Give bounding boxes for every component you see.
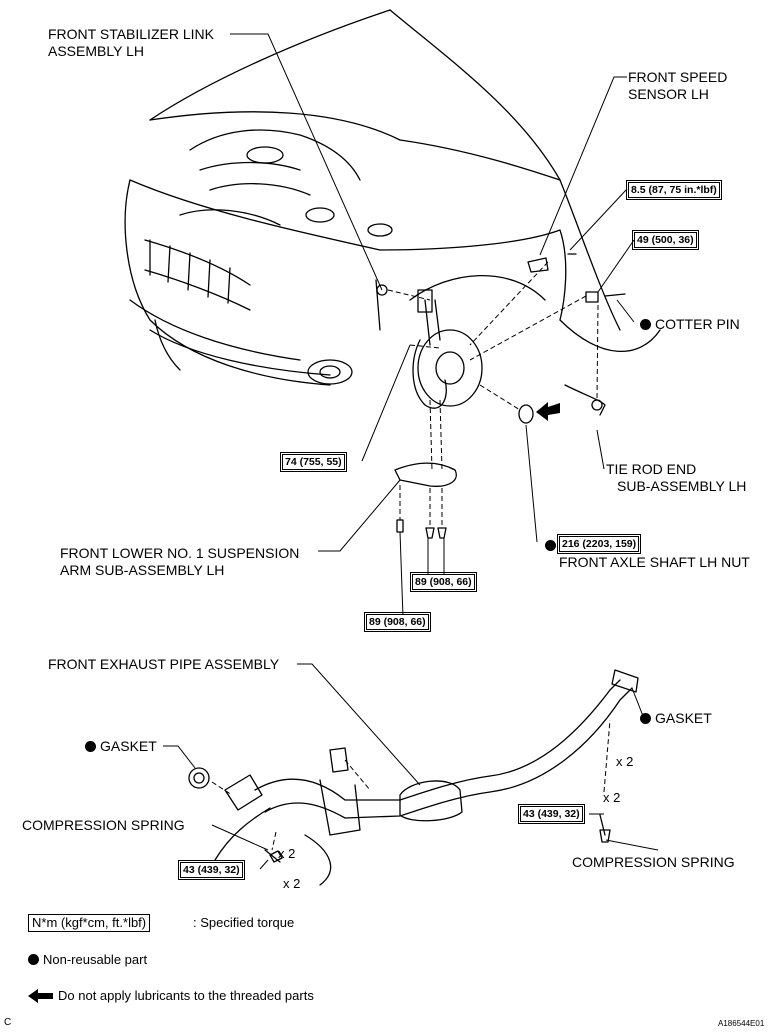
multiplier-right-upper: x 2	[616, 754, 634, 769]
torque-stabilizer-nut: 74 (755, 55)	[280, 452, 347, 472]
corner-code-right: A186544E01	[718, 1019, 765, 1028]
corner-code-left: C	[4, 1017, 12, 1028]
label-tie-rod-line1: TIE ROD END	[606, 461, 697, 477]
label-cotter-pin-text: COTTER PIN	[655, 316, 740, 332]
label-gasket-left-text: GASKET	[100, 738, 157, 754]
torque-tie-rod-nut: 49 (500, 36)	[632, 230, 699, 250]
label-cotter-pin: COTTER PIN	[640, 316, 740, 333]
label-stabilizer-link-line2: ASSEMBLY LH	[48, 43, 144, 59]
legend-torque-desc: : Specified torque	[193, 915, 295, 930]
torque-exhaust-left: 43 (439, 32)	[178, 860, 245, 880]
non-reusable-icon	[85, 741, 96, 752]
multiplier-right-lower: x 2	[603, 790, 621, 805]
torque-axle-nut: 216 (2203, 159)	[556, 534, 642, 554]
legend-non-reusable-text: Non-reusable part	[43, 952, 148, 967]
label-suspension-arm-line2: ARM SUB-ASSEMBLY LH	[60, 562, 225, 578]
label-compression-spring-right: COMPRESSION SPRING	[572, 854, 735, 870]
legend-no-lubricant: Do not apply lubricants to the threaded …	[58, 988, 314, 1003]
multiplier-left-upper: x 2	[278, 846, 296, 861]
label-gasket-right: GASKET	[640, 710, 712, 727]
label-exhaust-pipe: FRONT EXHAUST PIPE ASSEMBLY	[48, 656, 280, 672]
torque-arm-bolt-a: 89 (908, 66)	[410, 572, 477, 592]
legend-torque-unit: N*m (kgf*cm, ft.*lbf)	[28, 914, 151, 932]
non-reusable-icon	[640, 713, 651, 724]
torque-speed-sensor: 8.5 (87, 75 in.*lbf)	[626, 180, 722, 200]
label-compression-spring-left: COMPRESSION SPRING	[22, 817, 185, 833]
label-axle-nut: FRONT AXLE SHAFT LH NUT	[559, 554, 750, 570]
legend-non-reusable: Non-reusable part	[28, 952, 147, 968]
label-speed-sensor-line1: FRONT SPEED	[628, 69, 728, 85]
torque-arm-bolt-b: 89 (908, 66)	[364, 612, 431, 632]
non-reusable-icon	[640, 319, 651, 330]
label-gasket-right-text: GASKET	[655, 710, 712, 726]
multiplier-left-lower: x 2	[283, 876, 301, 891]
lubricant-arrow-icon	[28, 989, 53, 1003]
label-stabilizer-link-line1: FRONT STABILIZER LINK	[48, 26, 214, 42]
label-tie-rod-line2: SUB-ASSEMBLY LH	[617, 478, 747, 494]
label-gasket-left: GASKET	[85, 738, 157, 755]
label-suspension-arm-line1: FRONT LOWER NO. 1 SUSPENSION	[60, 545, 300, 561]
torque-exhaust-right: 43 (439, 32)	[518, 804, 585, 824]
non-reusable-icon	[28, 954, 39, 965]
non-reusable-icon	[545, 540, 556, 551]
label-speed-sensor-line2: SENSOR LH	[628, 86, 709, 102]
